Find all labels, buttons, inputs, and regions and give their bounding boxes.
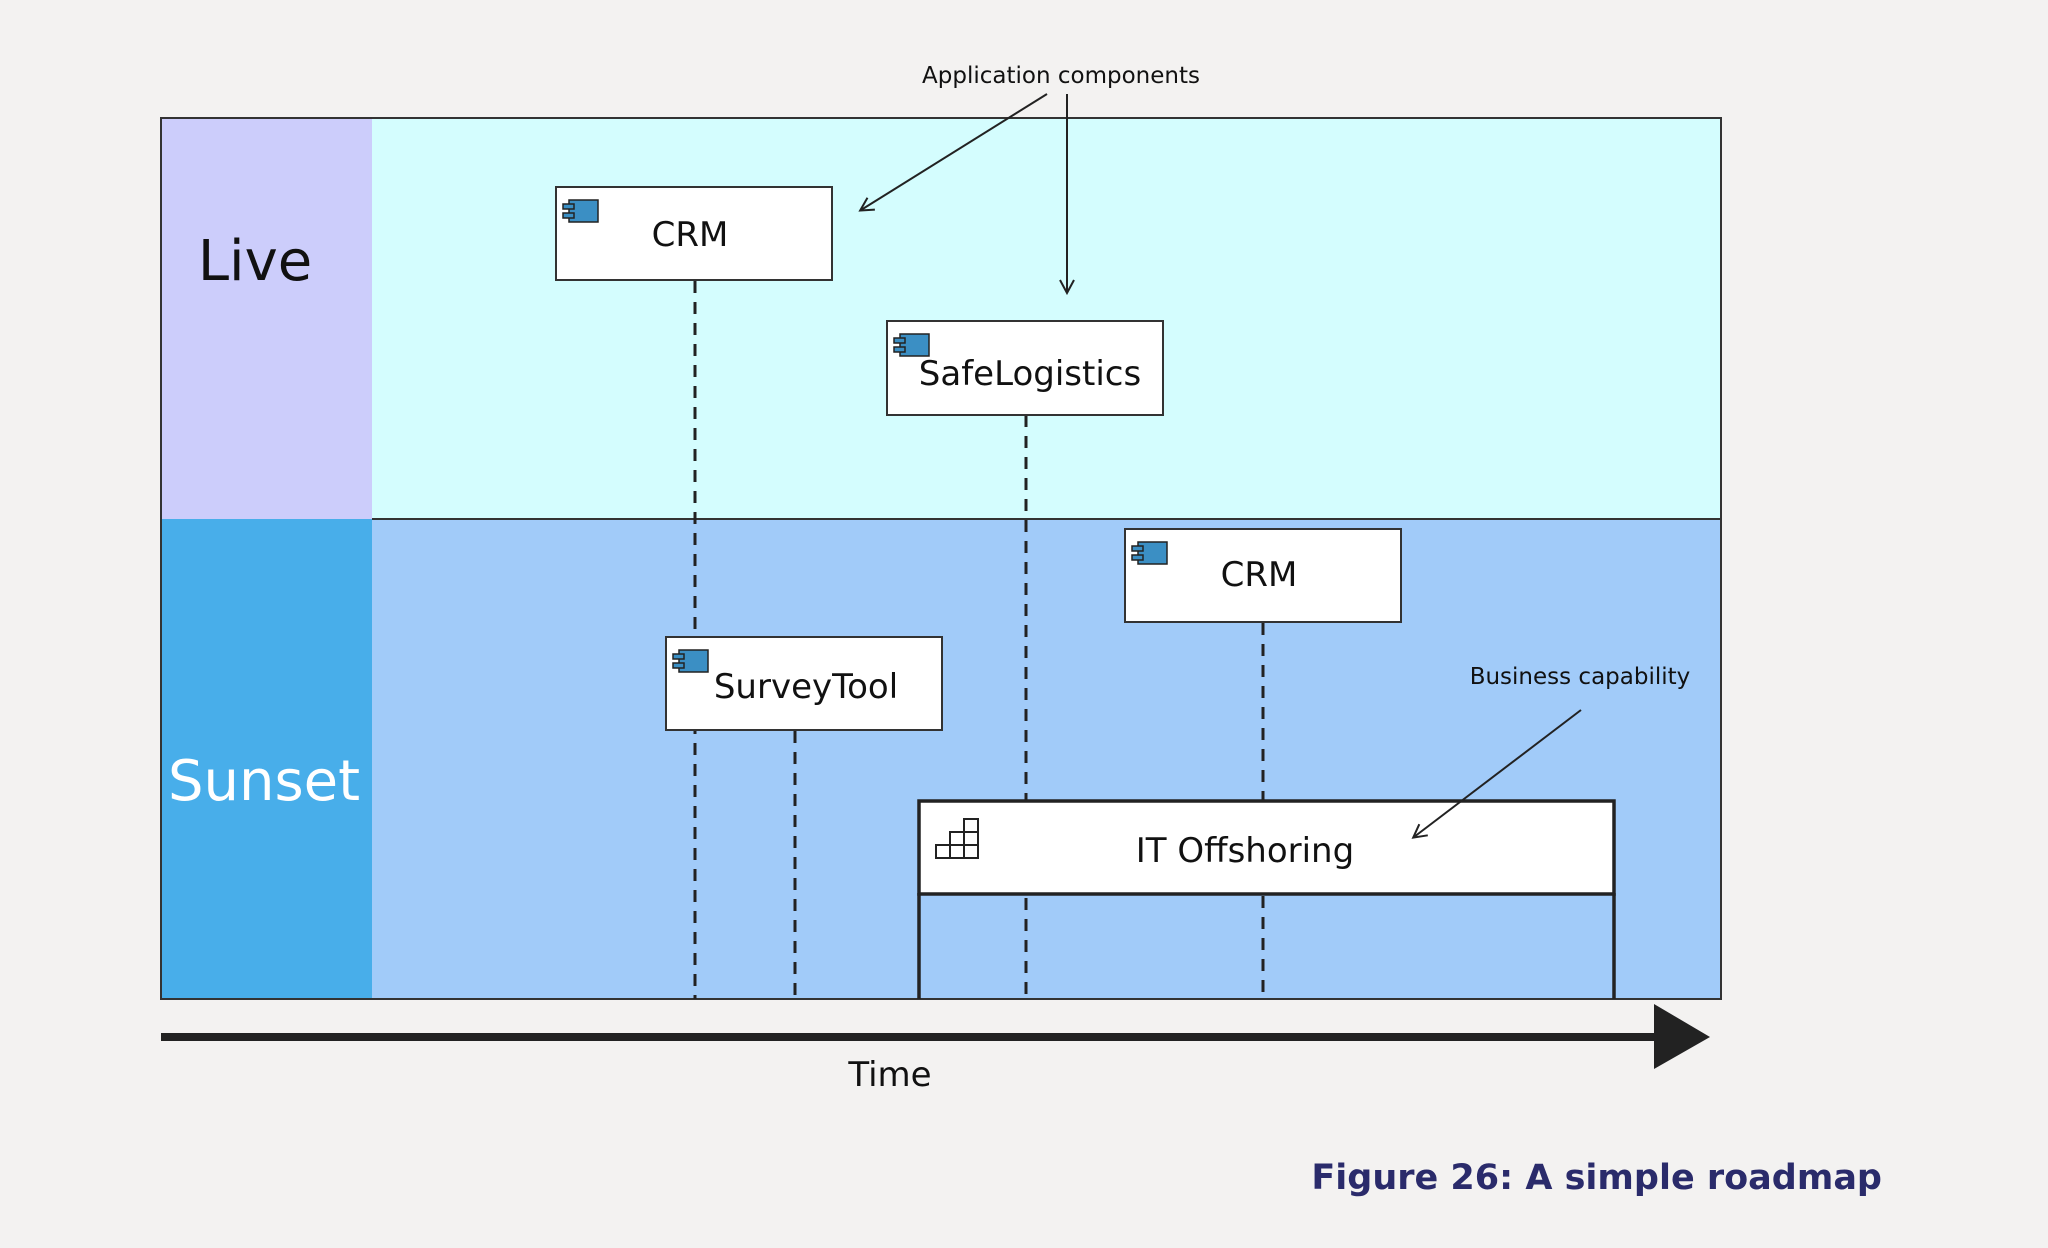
annotation-arrow-to-it-offshoring xyxy=(1414,709,1582,837)
component-crm-sunset[interactable]: CRM xyxy=(1124,528,1402,623)
component-surveytool[interactable]: SurveyTool xyxy=(665,636,943,731)
sunset-lane-header xyxy=(161,519,372,999)
capability-label-it-offshoring: IT Offshoring xyxy=(1136,831,1354,871)
time-axis-arrowhead xyxy=(1654,1004,1710,1069)
figure-caption: Figure 26: A simple roadmap xyxy=(1311,1158,1882,1198)
annotation-business-capability: Business capability xyxy=(1414,664,1690,837)
time-axis-label: Time xyxy=(847,1055,931,1095)
component-box xyxy=(665,636,943,731)
swimlanes: Live Sunset xyxy=(160,117,1722,1000)
live-lane-header xyxy=(161,118,372,519)
time-axis: Time xyxy=(161,1004,1710,1095)
it-offshoring-frame xyxy=(917,893,1616,999)
lanes-border xyxy=(160,117,1722,1000)
sunset-lane xyxy=(372,519,1721,999)
capability-box xyxy=(917,799,1616,896)
application-component-icon xyxy=(672,649,709,673)
application-component-icon xyxy=(562,199,599,223)
annotation-label-application-components: Application components xyxy=(922,63,1200,89)
component-crm-live[interactable]: CRM xyxy=(555,186,833,281)
component-label-crm-live: CRM xyxy=(652,215,729,255)
component-box xyxy=(555,186,833,281)
capability-it-offshoring[interactable]: IT Offshoring xyxy=(917,799,1616,896)
application-component-icon xyxy=(1131,541,1168,565)
component-safelogistics[interactable]: SafeLogistics xyxy=(886,320,1164,416)
component-label-surveytool: SurveyTool xyxy=(714,667,898,707)
business-capability-icon xyxy=(935,818,979,859)
application-component-icon xyxy=(893,333,930,357)
annotation-arrow-to-crm xyxy=(861,93,1048,210)
component-label-crm-sunset: CRM xyxy=(1221,555,1298,595)
annotation-label-business-capability: Business capability xyxy=(1470,664,1691,690)
component-box xyxy=(886,320,1164,416)
annotation-application-components: Application components xyxy=(861,63,1200,292)
component-box xyxy=(1124,528,1402,623)
lane-label-live: Live xyxy=(198,229,312,294)
live-lane xyxy=(372,118,1721,519)
component-label-safelogistics: SafeLogistics xyxy=(919,354,1141,394)
lane-label-sunset: Sunset xyxy=(168,749,360,814)
